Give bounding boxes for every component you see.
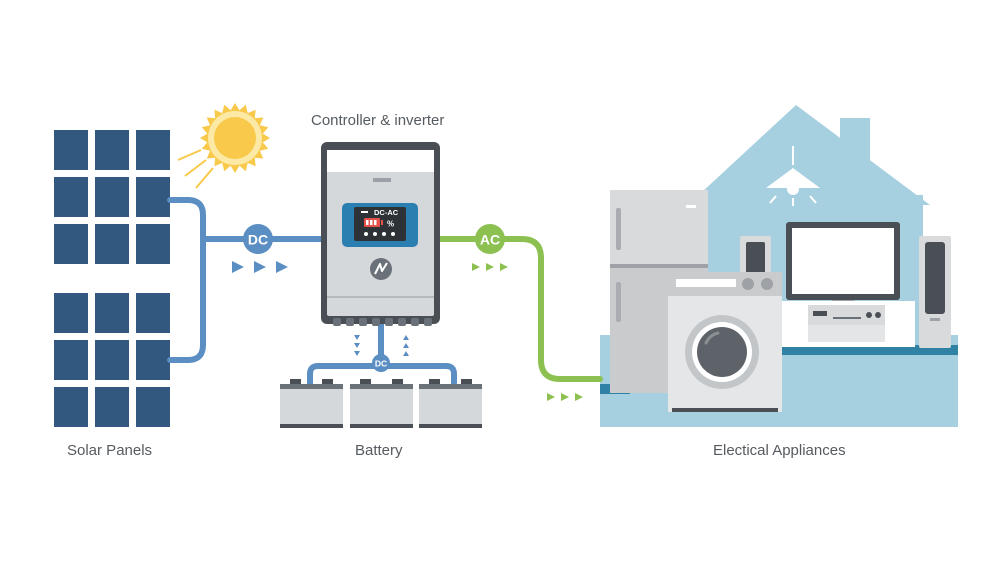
battery-unit <box>280 379 343 428</box>
inverter-terminals <box>333 318 432 326</box>
solar-panel-cell <box>95 177 129 217</box>
battery-flow-arrows <box>354 335 409 356</box>
display-button <box>364 232 368 236</box>
house-floor-line <box>760 345 958 355</box>
solar-panel-cell <box>54 293 88 333</box>
battery-bank <box>280 379 482 428</box>
triangle-arrow-icon <box>254 261 266 273</box>
solar-panel-cell <box>136 293 170 333</box>
media-console <box>782 301 915 347</box>
solar-panel-cell <box>95 387 129 427</box>
solar-panel-cell <box>136 340 170 380</box>
battery-unit <box>419 379 482 428</box>
display-percent: % <box>387 220 394 229</box>
solar-panels-label: Solar Panels <box>67 442 153 459</box>
display-button <box>391 232 395 236</box>
battery-label: Battery <box>355 442 403 459</box>
lamp-icon <box>766 146 820 206</box>
appliance-flow-arrows <box>547 393 583 401</box>
controller-label: Controller & inverter <box>311 112 445 129</box>
display-mode-label: DC-AC <box>374 208 399 217</box>
triangle-arrow-icon <box>575 393 583 401</box>
washing-machine <box>668 272 782 412</box>
solar-panel-cell <box>136 387 170 427</box>
speaker-right <box>919 236 951 348</box>
solar-panel-cell <box>95 293 129 333</box>
television <box>786 222 900 306</box>
triangle-arrow-icon <box>472 263 480 271</box>
ac-badge-label: AC <box>480 232 500 248</box>
ac-badge: AC <box>475 224 505 254</box>
solar-panel-cell <box>54 177 88 217</box>
dc-badge-label: DC <box>248 232 268 248</box>
solar-panel-cell <box>54 130 88 170</box>
ac-wiring <box>435 236 603 382</box>
solar-panel-cell <box>136 130 170 170</box>
triangle-arrow-icon <box>232 261 244 273</box>
solar-panel-cell <box>136 177 170 217</box>
triangle-arrow-icon <box>276 261 288 273</box>
triangle-arrow-icon <box>486 263 494 271</box>
dc-flow-arrows <box>232 261 288 273</box>
dc-badge: DC <box>243 224 273 254</box>
triangle-arrow-icon <box>547 393 555 401</box>
battery-dc-badge-label: DC <box>375 359 387 369</box>
triangle-arrow-icon <box>561 393 569 401</box>
solar-panel-cell <box>136 224 170 264</box>
solar-panel-array <box>54 130 170 427</box>
appliances-label: Electical Appliances <box>713 442 846 459</box>
sun-icon <box>177 103 270 189</box>
controller-inverter: DC-AC % <box>321 142 440 326</box>
battery-unit <box>350 379 413 428</box>
ac-flow-arrows <box>472 263 508 271</box>
solar-panel-cell <box>54 387 88 427</box>
display-button <box>382 232 386 236</box>
solar-panel-cell <box>95 224 129 264</box>
display-button <box>373 232 377 236</box>
triangle-arrow-icon <box>500 263 508 271</box>
battery-dc-badge: DC <box>372 354 390 372</box>
solar-panel-cell <box>54 224 88 264</box>
solar-panel-cell <box>54 340 88 380</box>
solar-panel-cell <box>95 340 129 380</box>
solar-panel-cell <box>95 130 129 170</box>
